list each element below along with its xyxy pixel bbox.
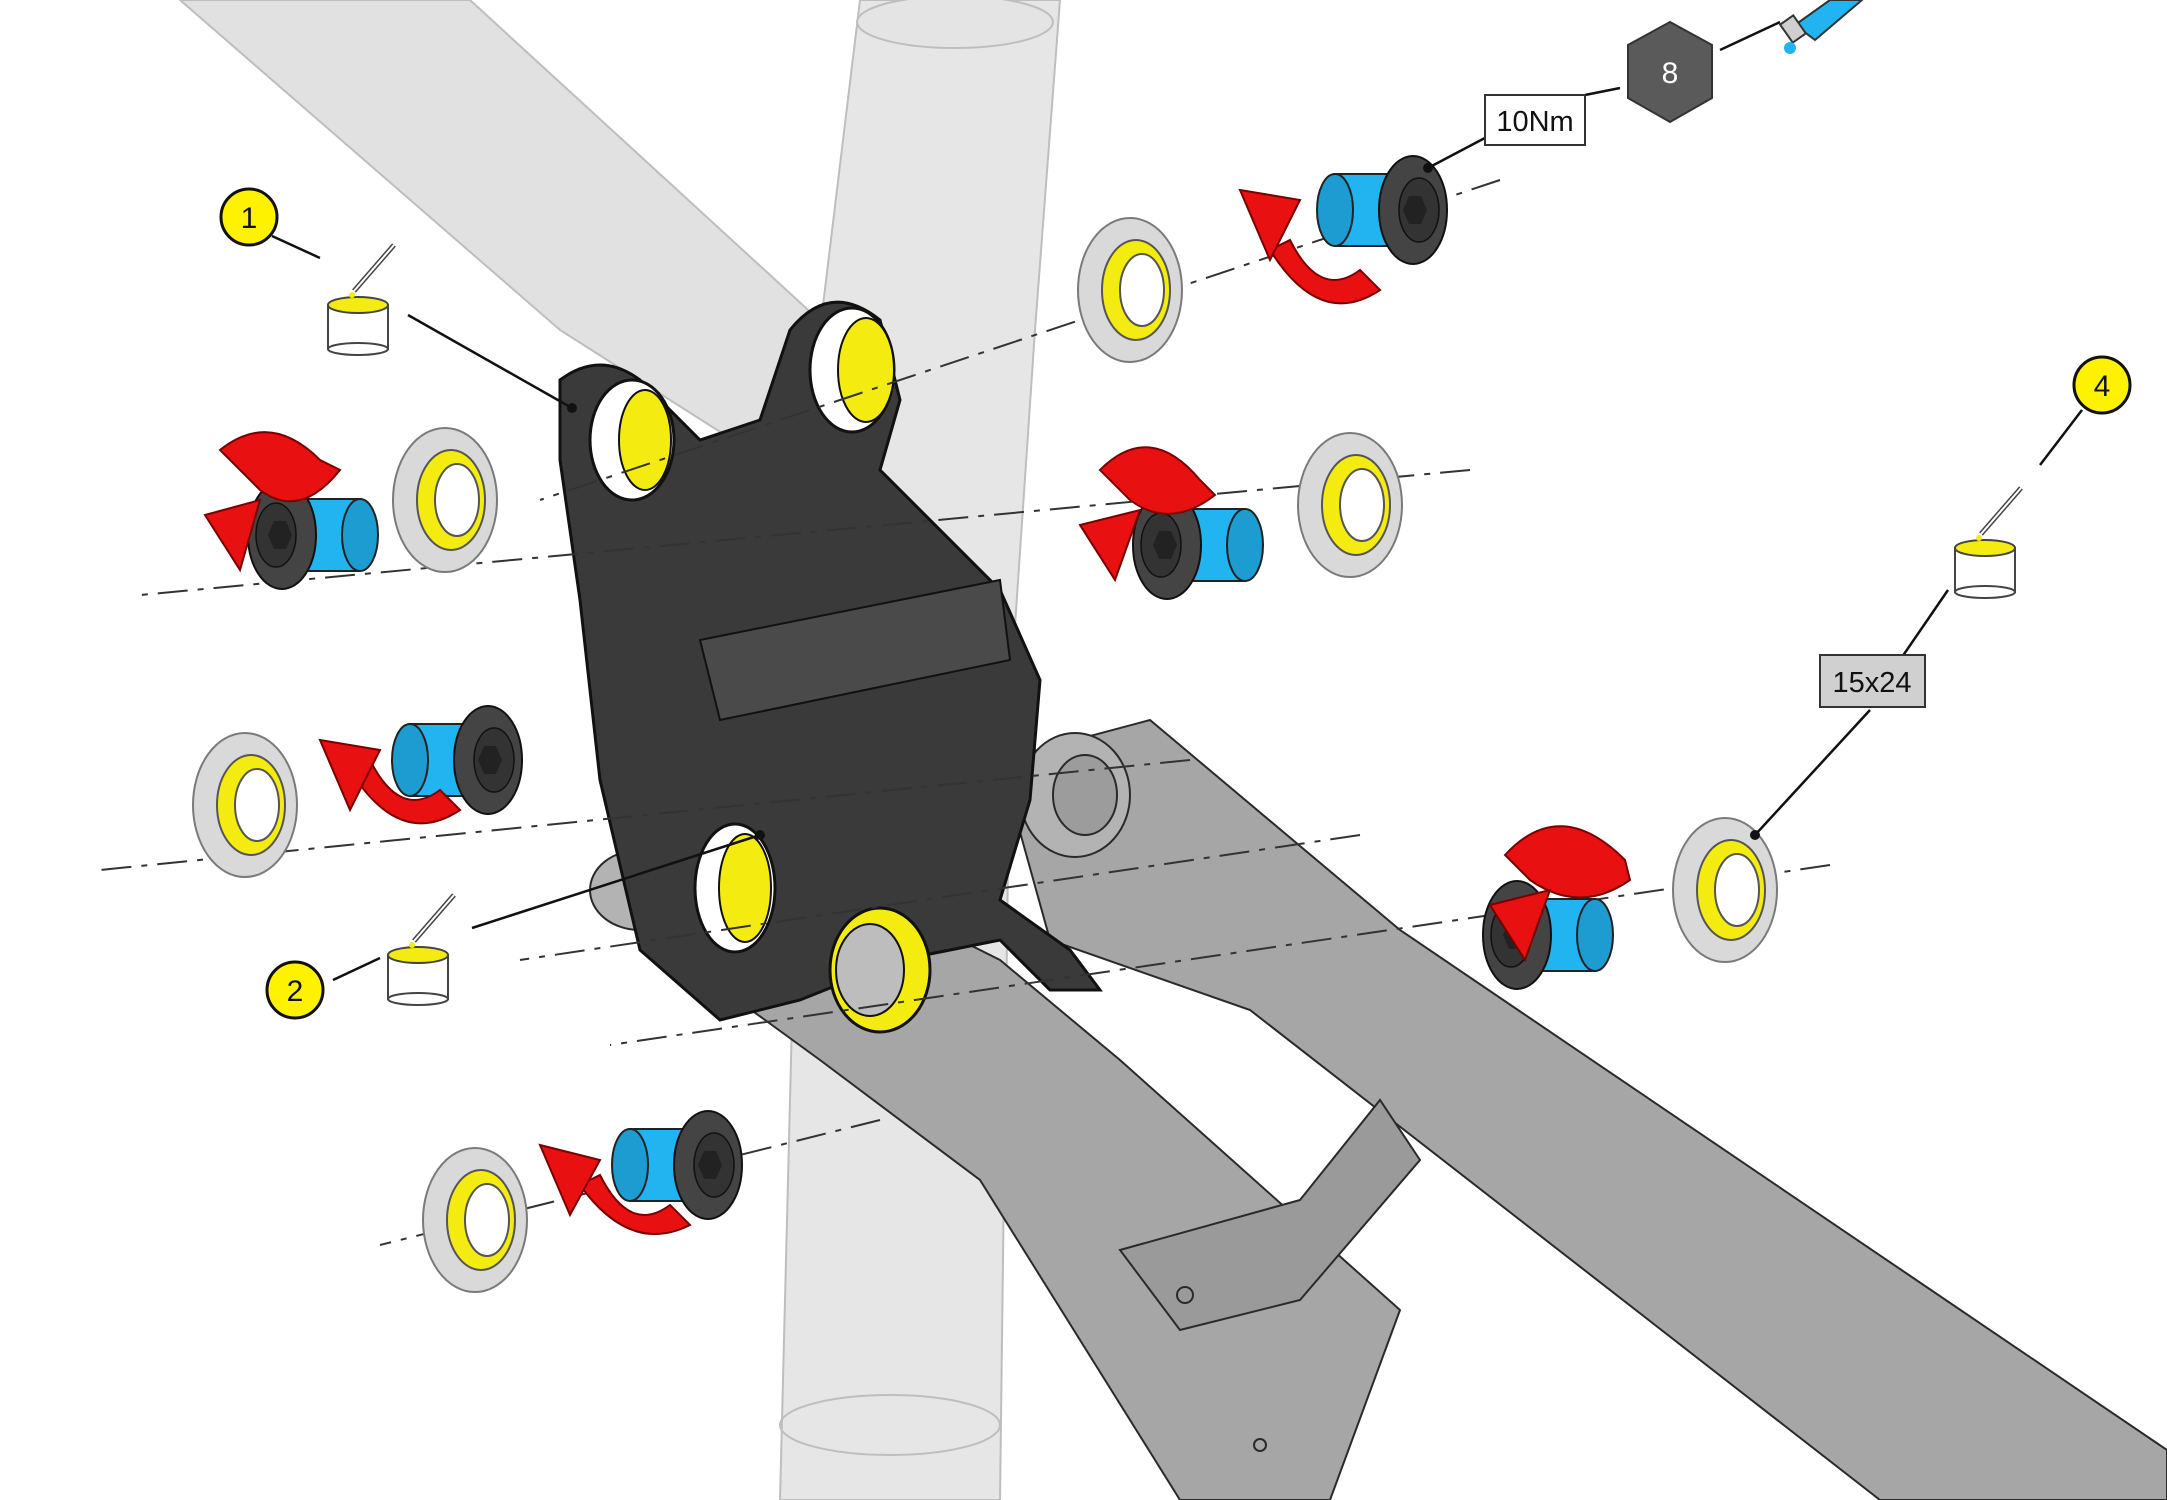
callout-2: 2: [265, 960, 325, 1020]
leader-lines: [271, 20, 2083, 982]
callout-label: 1: [241, 202, 258, 235]
rocker-link: [558, 300, 1103, 1034]
grease-pot-icon: [328, 245, 394, 355]
bearing-size-value: 15x24: [1832, 667, 1911, 699]
leader-dot: [567, 403, 577, 413]
callout-label: 4: [2094, 370, 2111, 403]
rotation-arrow-icon: [203, 188, 1632, 1235]
bolt-mid-left: [247, 480, 379, 590]
chainstay: [589, 718, 2167, 1500]
leader-dot: [1750, 830, 1760, 840]
bearing-mid-left: [392, 427, 498, 573]
grease-pot-icon: [1955, 488, 2021, 598]
torque-label: 10Nm: [1484, 94, 1586, 146]
bearing-top-right: [1077, 217, 1183, 363]
callout-label: 2: [287, 975, 304, 1008]
grease-pot-icon: [388, 895, 454, 1005]
callout-1: 1: [219, 187, 279, 247]
callout-4: 4: [2072, 355, 2132, 415]
hex-key-size: 8: [1662, 57, 1679, 90]
hex-key-icon: 8: [1627, 20, 1713, 124]
leader-dot: [1423, 163, 1433, 173]
torque-value: 10Nm: [1496, 106, 1573, 138]
bearing-bottom-left: [422, 1147, 528, 1293]
leader-dot: [755, 830, 765, 840]
bearing-size-label: 15x24: [1819, 654, 1926, 708]
bearing-mid-right: [1297, 432, 1403, 578]
bearing-lower-left: [192, 732, 298, 878]
bolt-lower-left: [391, 705, 523, 815]
bearing-right: [1672, 817, 1778, 963]
threadlock-tube-icon: [1778, 0, 1864, 54]
bolt-bottom-left: [611, 1110, 743, 1220]
top-tube: [178, 0, 832, 472]
